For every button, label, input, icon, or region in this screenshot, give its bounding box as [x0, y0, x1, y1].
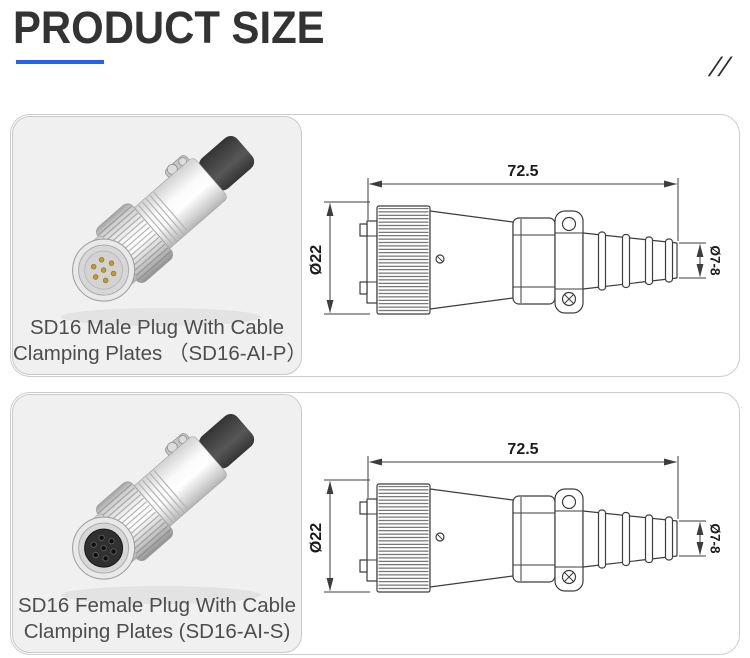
caption-line1: SD16 Male Plug With Cable — [29, 316, 285, 339]
dim-tail-diameter-label: Ø7-8 — [707, 245, 722, 276]
photo-panel: SD16 Male Plug With Cable Clamping Plate… — [12, 116, 307, 375]
dim-length-label: 72.5 — [507, 441, 538, 458]
technical-drawing-female: 72.5 Ø22 Ø7-8 — [308, 441, 722, 593]
product-caption: SD16 Female Plug With Cable Clamping Pla… — [13, 593, 301, 645]
product-card-male: SD16 Male Plug With Cable Clamping Plate… — [10, 114, 740, 377]
caption-line1: SD16 Female Plug With Cable — [17, 594, 296, 617]
male-mating-face — [72, 238, 136, 302]
dim-body-diameter-label: Ø22 — [308, 523, 325, 553]
caption-line2: Clamping Plates (SD16-AI-S) — [23, 620, 291, 643]
caption-line2: Clamping Plates （SD16-AI-P） — [13, 342, 307, 365]
dim-body-diameter-label: Ø22 — [308, 245, 325, 275]
technical-drawing-male: 72.5 Ø22 Ø7-8 — [308, 163, 722, 315]
product-photo-male-connector — [61, 136, 261, 326]
photo-panel: SD16 Female Plug With Cable Clamping Pla… — [12, 394, 302, 653]
page-header: PRODUCT SIZE — [13, 2, 348, 54]
product-caption: SD16 Male Plug With Cable Clamping Plate… — [13, 315, 307, 367]
product-photo-female-connector — [61, 414, 261, 604]
dim-tail-diameter-label: Ø7-8 — [707, 523, 722, 554]
product-card-female: SD16 Female Plug With Cable Clamping Pla… — [10, 392, 740, 655]
double-slash-decoration: // — [707, 52, 734, 82]
dim-length-label: 72.5 — [507, 163, 538, 180]
female-mating-face — [72, 516, 136, 580]
page-title: PRODUCT SIZE — [13, 2, 325, 53]
title-underline-accent — [16, 60, 104, 64]
